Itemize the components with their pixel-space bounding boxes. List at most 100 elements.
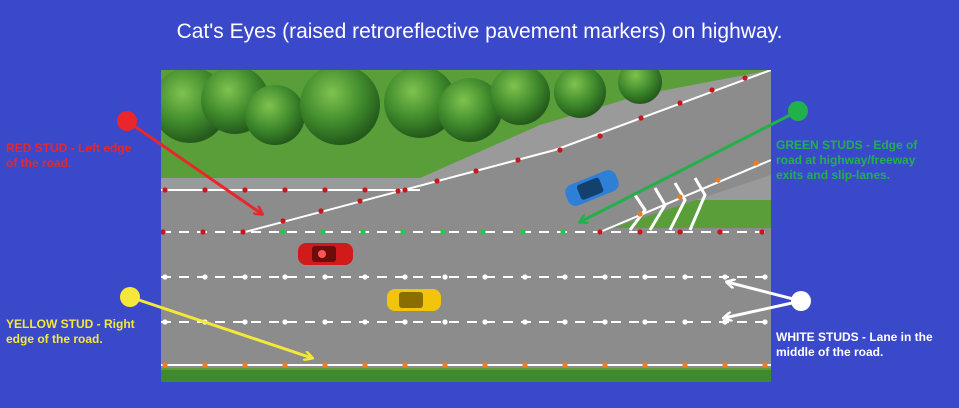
yellow-pointer — [120, 287, 312, 358]
yellow-stud — [562, 362, 568, 368]
red-stud — [759, 229, 765, 235]
red-stud — [597, 229, 603, 235]
white-stud — [722, 319, 728, 325]
white-stud — [322, 319, 328, 325]
white-stud — [602, 274, 608, 280]
white-stud — [482, 319, 488, 325]
white-stud — [442, 274, 448, 280]
white-stud — [722, 274, 728, 280]
green-stud — [400, 229, 406, 235]
yellow-stud — [722, 362, 728, 368]
white-stud — [242, 319, 248, 325]
red-stud — [557, 147, 563, 153]
green-stud — [560, 229, 566, 235]
red-stud — [200, 229, 206, 235]
red-stud — [473, 168, 479, 174]
green-stud — [440, 229, 446, 235]
yellow-stud — [762, 362, 768, 368]
yellow-car — [387, 289, 441, 311]
white-stud — [362, 319, 368, 325]
red-pointer — [117, 111, 262, 214]
yellow-stud — [402, 362, 408, 368]
green-stud — [520, 229, 526, 235]
white-stud — [322, 274, 328, 280]
red-stud — [709, 87, 715, 93]
red-stud-label: RED STUD - Left edge of the road. — [6, 141, 132, 170]
red-stud — [515, 157, 521, 163]
yellow-stud — [677, 194, 683, 200]
white-stud — [682, 319, 688, 325]
tree-cluster — [161, 70, 662, 145]
white-stud — [282, 319, 288, 325]
white-stud — [522, 319, 528, 325]
white-stud — [762, 319, 768, 325]
red-stud — [638, 115, 644, 121]
white-stud — [242, 274, 248, 280]
yellow-stud — [753, 160, 759, 166]
red-stud — [677, 229, 683, 235]
red-stud — [161, 229, 166, 235]
red-stud — [637, 229, 643, 235]
yellow-stud — [637, 211, 643, 217]
yellow-stud — [715, 177, 721, 183]
red-stud — [162, 187, 168, 193]
red-stud — [362, 187, 368, 193]
white-stud — [202, 274, 208, 280]
red-stud — [402, 187, 408, 193]
white-stud-label: WHITE STUDS - Lane in the middle of the … — [776, 330, 933, 359]
red-stud — [318, 208, 324, 214]
white-stud — [402, 319, 408, 325]
red-stud — [242, 187, 248, 193]
red-stud — [395, 188, 401, 194]
red-stud — [282, 187, 288, 193]
green-stud — [280, 229, 286, 235]
red-stud — [280, 218, 286, 224]
white-stud — [642, 274, 648, 280]
white-stud — [562, 274, 568, 280]
green-stud — [360, 229, 366, 235]
red-stud — [742, 75, 748, 81]
blue-car — [565, 170, 619, 206]
white-stud — [282, 274, 288, 280]
red-stud — [717, 229, 723, 235]
yellow-stud — [682, 362, 688, 368]
green-stud-label: GREEN STUDS - Edge of road at highway/fr… — [776, 138, 918, 182]
yellow-stud-label: YELLOW STUD - Right edge of the road. — [6, 317, 135, 346]
green-pointer — [580, 101, 808, 222]
road-map — [161, 70, 771, 382]
red-stud — [240, 229, 246, 235]
yellow-stud — [522, 362, 528, 368]
white-stud — [562, 319, 568, 325]
studs-layer — [161, 75, 768, 368]
red-car — [298, 243, 353, 265]
green-stud — [320, 229, 326, 235]
yellow-stud — [322, 362, 328, 368]
yellow-stud — [242, 362, 248, 368]
red-stud — [322, 187, 328, 193]
white-stud — [682, 274, 688, 280]
green-stud — [480, 229, 486, 235]
white-stud — [402, 274, 408, 280]
white-stud — [482, 274, 488, 280]
yellow-stud — [362, 362, 368, 368]
red-stud — [434, 178, 440, 184]
yellow-stud — [202, 362, 208, 368]
white-stud — [362, 274, 368, 280]
yellow-stud — [442, 362, 448, 368]
yellow-stud — [162, 362, 168, 368]
diagram-title: Cat's Eyes (raised retroreflective pavem… — [176, 20, 783, 43]
yellow-stud — [482, 362, 488, 368]
white-stud — [162, 274, 168, 280]
red-stud — [357, 198, 363, 204]
white-pointer — [724, 282, 811, 318]
white-stud — [522, 274, 528, 280]
white-stud — [762, 274, 768, 280]
yellow-stud — [642, 362, 648, 368]
red-stud — [202, 187, 208, 193]
yellow-stud — [602, 362, 608, 368]
chevron-hatching — [628, 177, 707, 231]
red-stud — [677, 100, 683, 106]
main-carriageway — [161, 228, 771, 368]
white-stud — [602, 319, 608, 325]
